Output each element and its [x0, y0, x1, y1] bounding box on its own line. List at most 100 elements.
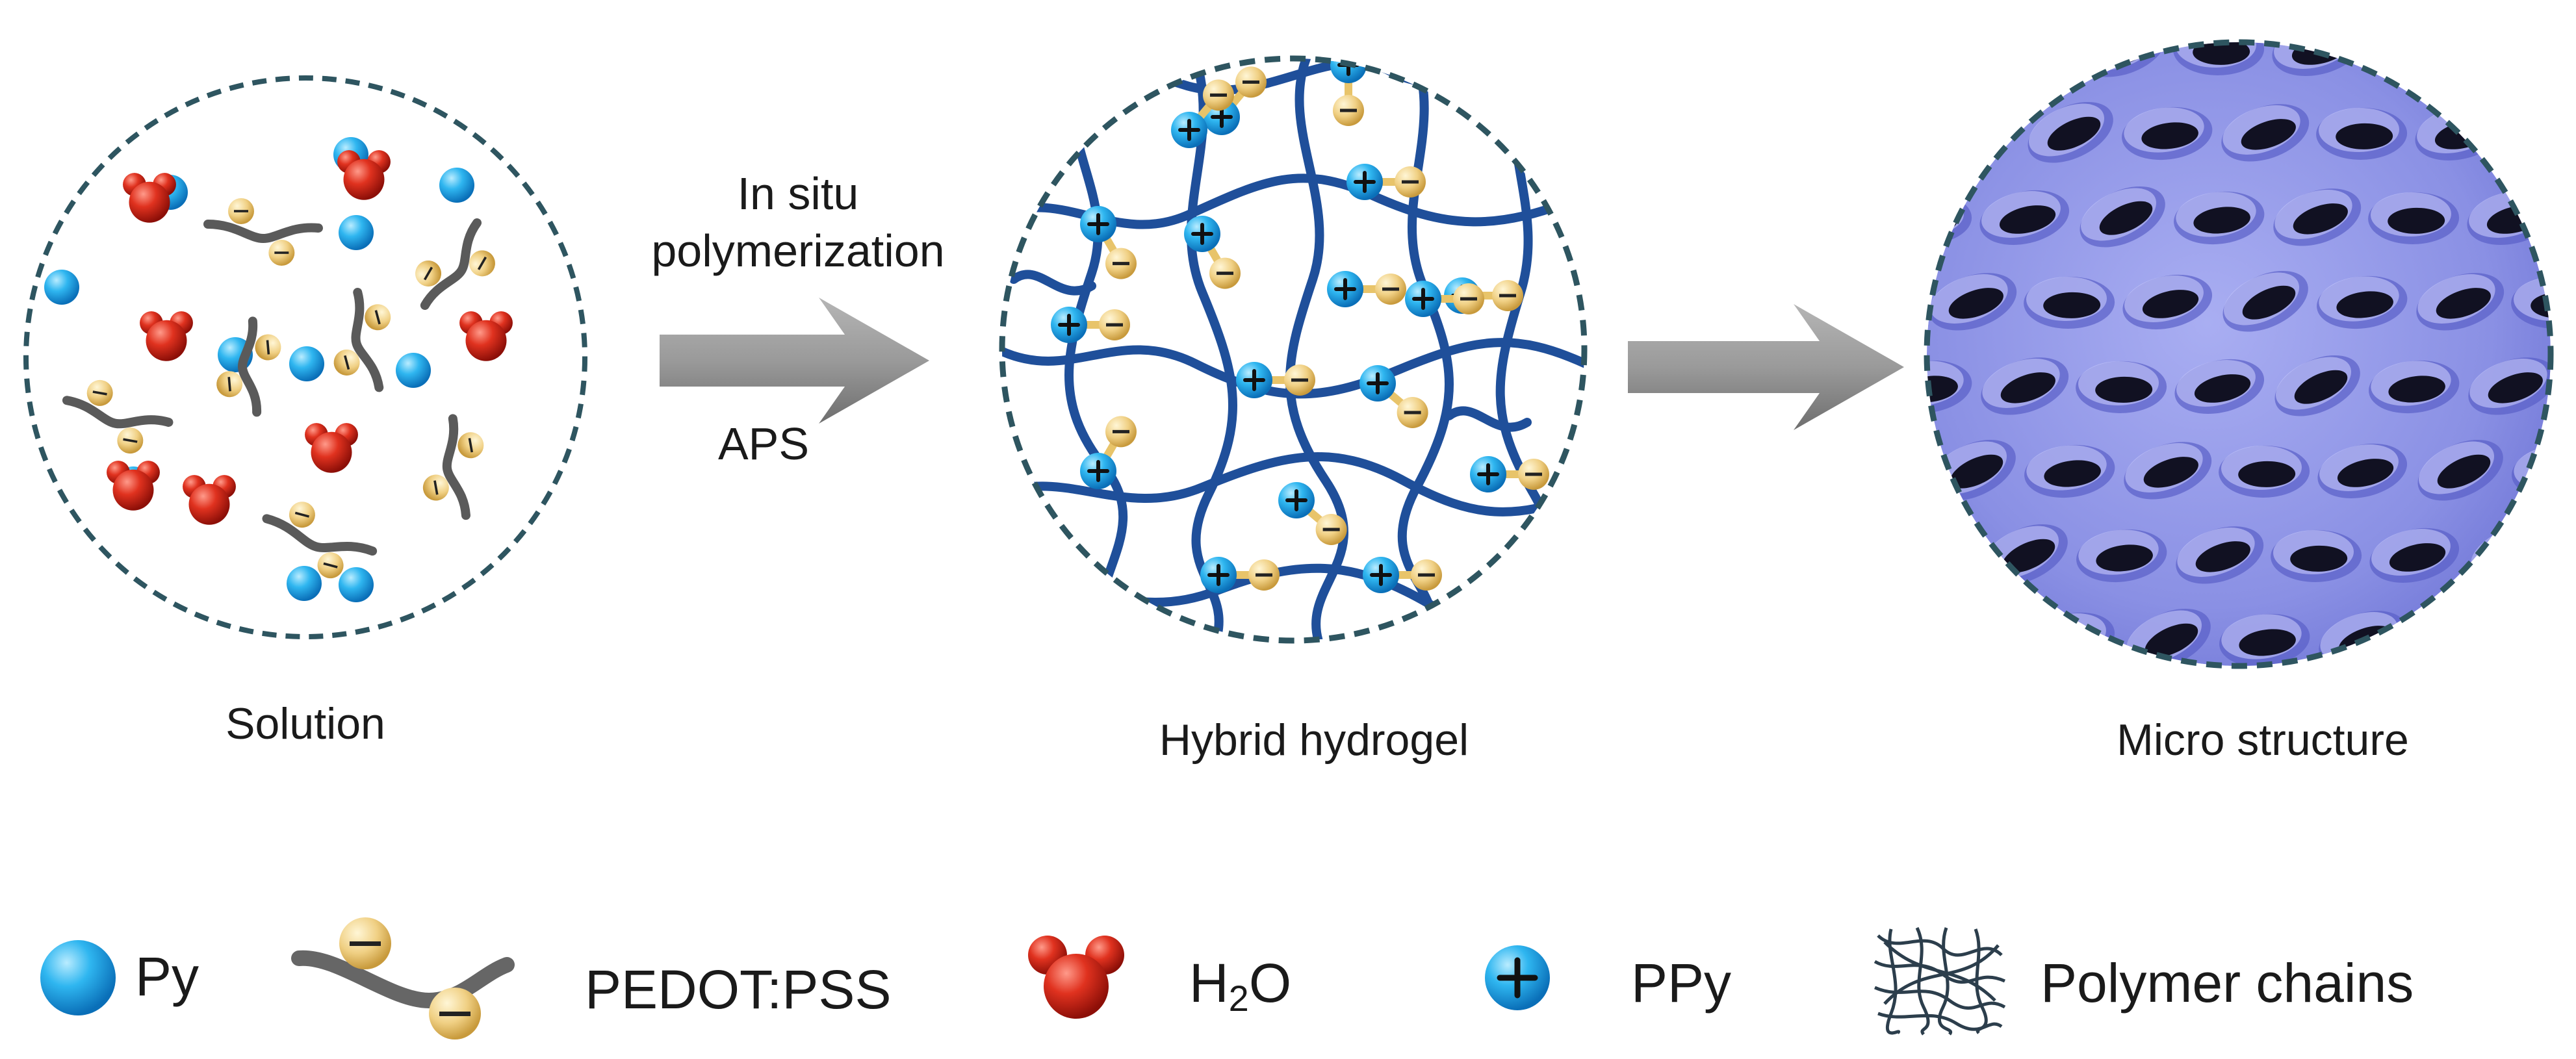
pss-anion	[289, 502, 315, 528]
py-monomer	[396, 353, 431, 388]
py-monomer	[339, 215, 374, 250]
pss-anion	[333, 349, 360, 376]
micro-pore	[2512, 612, 2551, 666]
legend-label-py: Py	[135, 946, 200, 1007]
micro-structure-panel	[1732, 0, 2576, 679]
micro-pore	[2028, 101, 2113, 163]
micro-pore	[2515, 101, 2551, 163]
pss-anion	[457, 432, 484, 459]
pss-anion	[317, 552, 344, 579]
micro-pore	[1783, 530, 1874, 583]
micro-pore	[2174, 359, 2265, 414]
ppy-pss-pair	[1278, 482, 1347, 545]
micro-pore	[2466, 42, 2551, 76]
micro-pore	[1927, 42, 1970, 79]
micro-pore	[2076, 361, 2167, 413]
ppy-pss-pair	[1346, 164, 1426, 200]
pedot-pss-chain-icon	[291, 917, 515, 1040]
micro-pore	[2416, 273, 2505, 331]
py-monomer	[439, 168, 474, 203]
ppy-pss-pair	[1327, 271, 1406, 307]
water-molecule	[183, 475, 236, 525]
pedot-pss-chain	[262, 502, 378, 579]
polymerization-arrow	[660, 298, 929, 424]
micro-pore	[2271, 530, 2362, 582]
micro-pore	[1826, 271, 1923, 333]
micro-pore	[2316, 107, 2408, 160]
py-monomer	[339, 567, 374, 602]
legend-label-pedot-pss: PEDOT:PSS	[585, 959, 892, 1020]
step-label-top: In situ polymerization	[651, 166, 944, 279]
ppy-pss-pair	[1405, 281, 1484, 317]
water-molecule	[107, 461, 160, 511]
pss-anion	[365, 304, 391, 331]
micro-pore	[1780, 0, 1882, 97]
ppy-pss-pair	[1171, 79, 1234, 148]
step-label-line-2: polymerization	[651, 225, 945, 276]
water-molecule	[123, 173, 176, 223]
pedot-pss-chain	[422, 414, 484, 520]
legend-label-water: H2O	[1189, 952, 1291, 1019]
micro-pore	[1927, 528, 1972, 583]
ppy-pss-pair	[1051, 307, 1130, 343]
micro-pore	[2122, 274, 2213, 329]
legend-icons	[40, 917, 2006, 1040]
legend-water-o: O	[1248, 952, 1292, 1014]
ppy-pss-pair	[1359, 365, 1428, 428]
arrow-1-shape	[660, 298, 929, 424]
micro-pore	[1979, 42, 2070, 76]
pss-anion	[422, 474, 449, 501]
caption-solution: Solution	[225, 699, 385, 748]
micro-pore	[1825, 435, 1925, 506]
water-molecule	[305, 423, 358, 473]
pss-anion	[415, 260, 442, 287]
pss-anion	[268, 240, 295, 266]
pss-anion	[255, 334, 281, 361]
micro-pore	[2220, 0, 2325, 6]
micro-pore	[2024, 444, 2115, 498]
hydrogel-ppy-pss-pairs	[1051, 58, 1549, 593]
py-monomer	[289, 346, 324, 381]
polymer-network-icon	[1874, 926, 2006, 1036]
solution-panel	[23, 75, 587, 639]
micro-pore	[2560, 524, 2576, 587]
legend-label-ppy: PPy	[1631, 952, 1732, 1014]
pedot-pss-chain	[333, 287, 391, 392]
py-monomer	[287, 566, 322, 601]
ppy-cation-icon	[1485, 945, 1550, 1010]
hydrogel-panel	[999, 55, 1588, 644]
micro-pore	[2415, 0, 2518, 3]
micro-pore	[2273, 188, 2362, 246]
micro-pore	[2024, 276, 2115, 329]
micro-pore	[1824, 600, 1927, 679]
step-label-bottom: APS	[717, 418, 810, 469]
legend-water-h: H	[1189, 952, 1229, 1014]
micro-pore	[1828, 107, 1920, 160]
micro-pore	[2417, 439, 2503, 501]
micro-pore	[2122, 107, 2213, 160]
micro-pore	[1732, 0, 1837, 6]
legend-label-polymer-chains: Polymer chains	[2041, 952, 2414, 1014]
hydrogel-circle-border	[999, 55, 1588, 644]
ppy-pss-pair	[1470, 456, 1549, 492]
ppy-pss-pair	[1080, 206, 1137, 279]
ppy-pss-pair	[1080, 416, 1137, 489]
micro-pore	[1929, 273, 2017, 331]
micro-structure-texture	[1732, 0, 2576, 679]
pedot-pss-chain	[415, 218, 495, 310]
micro-pore	[2176, 526, 2264, 584]
ppy-pss-pair	[1363, 557, 1442, 593]
pedot-pss-chain	[62, 379, 174, 454]
ppy-pss-pair	[1236, 362, 1315, 398]
micro-pore	[2317, 443, 2408, 498]
micro-pore	[2219, 613, 2310, 666]
caption-micro-structure: Micro structure	[2117, 715, 2409, 765]
water-molecule	[337, 150, 391, 200]
micro-pore	[1927, 614, 2018, 666]
micro-pore	[2222, 270, 2308, 332]
micro-pore	[2219, 445, 2310, 498]
micro-pore	[2076, 529, 2167, 583]
micro-pore	[2468, 357, 2551, 415]
micro-pore	[2558, 9, 2576, 88]
